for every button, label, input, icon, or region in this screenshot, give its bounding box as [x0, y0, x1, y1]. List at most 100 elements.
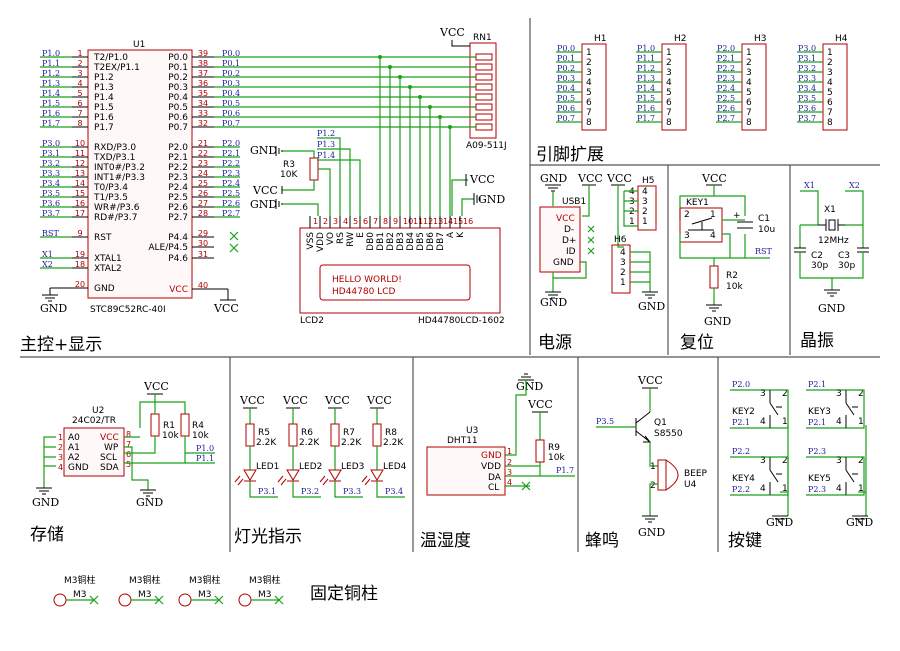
header-net: P0.3	[557, 74, 575, 83]
reset-cap-ref: C1	[758, 214, 770, 224]
header-pin-number: 8	[666, 118, 672, 128]
led-r-ref: R6	[301, 428, 313, 438]
lcd-pin-number: 10	[403, 217, 413, 226]
header-pin-number: 6	[746, 98, 752, 108]
mcu-net-label: P1.7	[42, 119, 60, 128]
power-vcc2: VCC	[606, 172, 632, 185]
led-indicators: VCCR52.2KLED1P3.1VCCR62.2KLED2P3.2VCCR72…	[234, 394, 407, 498]
mcu-pin-number: 12	[75, 159, 85, 168]
lcd-pin-label: RW	[346, 232, 356, 247]
buzzer-vcc: VCC	[637, 374, 663, 387]
header-pin-number: 1	[746, 48, 752, 58]
svg-text:6: 6	[126, 450, 131, 459]
mcu-net-label: P2.1	[222, 149, 240, 158]
mcu-pin-name: RST	[94, 233, 112, 243]
mount-pin: M3	[258, 590, 272, 600]
mcu-net-label: P1.0	[42, 49, 60, 58]
mcu-net-label: P1.1	[42, 59, 60, 68]
key-net1: P2.1	[808, 380, 826, 389]
mcu-net-label: P1.2	[42, 69, 60, 78]
header-pin-number: 4	[666, 78, 672, 88]
section-title-main: 主控+显示	[20, 335, 102, 355]
header-pin-number: 8	[746, 118, 752, 128]
keys-gnd1: GND	[766, 516, 793, 529]
mcu-pin-number: 38	[198, 59, 208, 68]
eeprom-part: 24C02/TR	[72, 416, 116, 426]
key-switch	[845, 457, 858, 495]
mcu-pin-number: 22	[198, 149, 208, 158]
buzzer-gnd: GND	[638, 526, 665, 539]
mcu-pin-number: 40	[198, 281, 208, 290]
svg-text:3: 3	[629, 197, 635, 207]
header-net: P2.3	[717, 74, 735, 83]
r3-value: 10K	[280, 170, 298, 180]
svg-text:3: 3	[760, 389, 766, 399]
lcd-ref: LCD2	[300, 316, 324, 326]
svg-text:1: 1	[782, 417, 788, 427]
rn1-resistor	[475, 53, 493, 61]
mcu-net-label: P2.6	[222, 199, 240, 208]
mcu-pin-name: ALE/P4.5	[148, 243, 188, 253]
svg-text:2: 2	[642, 207, 648, 217]
mcu-pin-name: P2.4	[168, 183, 188, 193]
section-title-buzzer: 蜂鸣	[585, 531, 619, 551]
section-title-mount: 固定铜柱	[310, 584, 378, 604]
header-pin-number: 5	[827, 88, 833, 98]
keys-gnd: GND GND	[766, 515, 873, 529]
header-net: P0.2	[557, 64, 575, 73]
mcu-pin-number: 4	[77, 79, 82, 88]
mount-pin: M3	[198, 590, 212, 600]
usb-pin-dm: D-	[564, 225, 574, 235]
mcu-pin-name: P0.2	[168, 73, 188, 83]
mcu-pin-name: P1.4	[94, 93, 114, 103]
header-net: P3.1	[798, 54, 816, 63]
key-net1: P2.0	[732, 380, 750, 389]
rn1-vcc-label: VCC	[439, 26, 465, 39]
eeprom-r1-ref: R1	[163, 421, 175, 431]
mcu-pin-name: P2.0	[168, 143, 188, 153]
dht-vcc: VCC	[527, 398, 553, 411]
mcu-pin-name: RXD/P3.0	[94, 143, 136, 153]
mcu-pin-number: 15	[75, 189, 85, 198]
eeprom-u2: VCC R1 10k R4 10k P1.0 P1.1 U2 24C02/TR …	[32, 380, 215, 509]
eeprom-vcc: VCC	[143, 380, 169, 393]
mcu-pin-number: 11	[75, 149, 85, 158]
header-net: P0.0	[557, 44, 575, 53]
svg-text:+: +	[733, 211, 741, 221]
eeprom-gnd-pin: GND	[68, 463, 89, 473]
mcu-pin-number: 28	[198, 209, 208, 218]
buzzer-q-part: S8550	[654, 429, 683, 439]
svg-text:3: 3	[620, 258, 626, 268]
keys-matrix: P2.0P2.1KEY23421P2.1P2.1KEY33421P2.2P2.2…	[730, 380, 867, 516]
reset-key-ref: KEY1	[686, 198, 709, 208]
header-body	[741, 43, 767, 131]
led-ref: LED4	[383, 462, 407, 472]
key-ref: KEY4	[732, 474, 755, 484]
power-vcc1: VCC	[577, 172, 603, 185]
mcu-net-label: RST	[42, 229, 60, 238]
led-net: P3.1	[258, 487, 276, 496]
svg-text:2: 2	[782, 456, 788, 466]
eeprom-net2: P1.1	[196, 454, 214, 463]
dht11-sensor: GND VCC R9 10k P1.7 U3 DHT11 GND VDD DA …	[426, 373, 575, 496]
mount-circle	[53, 593, 67, 607]
mcu-pin-name: P1.7	[94, 123, 114, 133]
led-diode	[328, 469, 342, 482]
header-net: P3.6	[798, 104, 816, 113]
svg-text:1: 1	[650, 462, 656, 472]
usb-pin-dp: D+	[562, 236, 576, 246]
mcu-pin-number: 33	[198, 109, 208, 118]
svg-text:5: 5	[126, 460, 131, 469]
power-usb: GND VCC VCC USB1 VCC D- D+ ID GND GND H5…	[539, 172, 665, 313]
led-r-val: 2.2K	[299, 438, 320, 448]
buzzer-circuit: VCC P3.5 Q1 S8550 12 BEEP U4 GND	[596, 374, 708, 539]
lcd-pin-label: K	[456, 231, 466, 238]
mcu-pin-name: P0.7	[168, 123, 188, 133]
mcu-net-label: P1.4	[42, 89, 60, 98]
led-resistor	[330, 423, 340, 447]
mcu-pin-number: 10	[75, 139, 85, 148]
mcu-pin-number: 7	[77, 109, 82, 118]
section-title-keys: 按键	[728, 531, 762, 551]
key-ref: KEY2	[732, 407, 755, 417]
